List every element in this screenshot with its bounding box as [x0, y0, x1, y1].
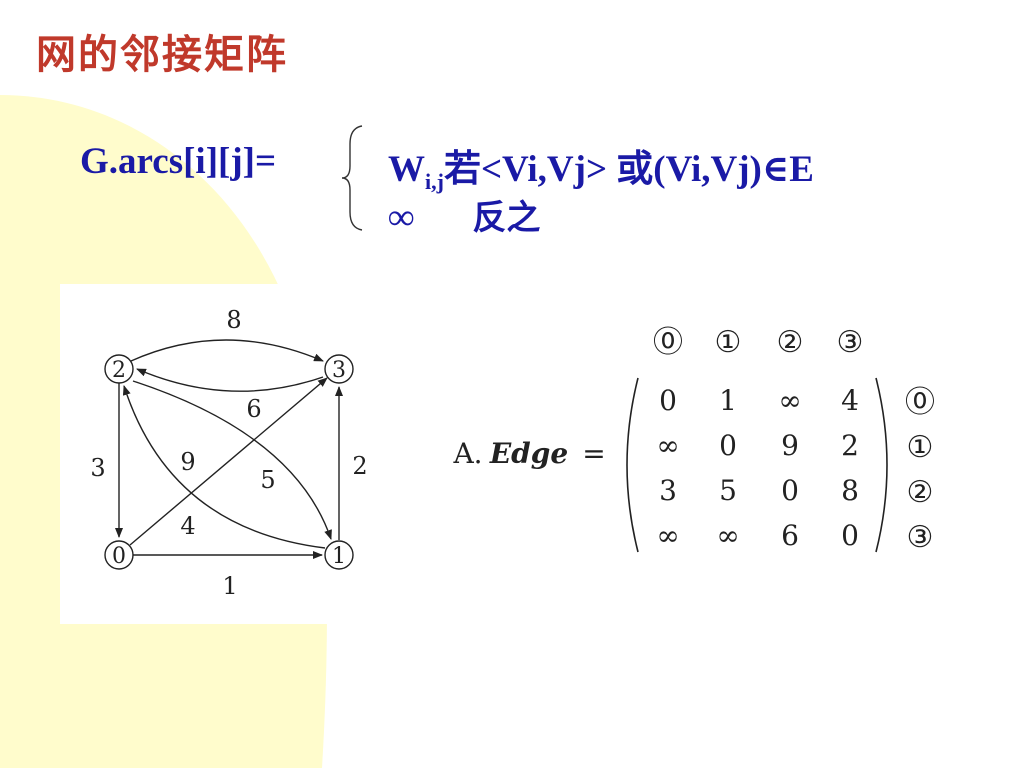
matrix-cell: ∞	[656, 429, 679, 462]
case1-subscript: i,j	[425, 169, 444, 194]
matrix-cell: ∞	[716, 519, 739, 552]
node-1: 1	[324, 540, 354, 570]
node-label-3: 3	[332, 358, 346, 383]
edge-3-2	[136, 368, 324, 392]
slide-title: 网的邻接矩阵	[36, 32, 288, 78]
matrix-cell: 0	[659, 384, 677, 417]
row-header-1: ①	[907, 430, 934, 465]
edge-0-3	[129, 377, 328, 546]
edge-weight-0-3: 4	[180, 512, 195, 540]
matrix-cell: 0	[841, 519, 859, 552]
matrix-cell: 1	[719, 384, 737, 417]
matrix-left-paren	[626, 377, 639, 553]
node-0: 0	[104, 540, 134, 570]
matrix-cell: 6	[781, 519, 799, 552]
matrix-cell: 9	[781, 429, 799, 462]
edge-2-3	[130, 339, 324, 362]
matrix-cell: 5	[719, 474, 737, 507]
edge-1-2	[122, 385, 326, 549]
col-header-0: ⓪	[653, 325, 683, 360]
col-header-3: ③	[837, 325, 864, 360]
adjacency-matrix: A. Edge = ⓪ ① ② ③ 0 1 ∞ 4 ∞ 0 9 2 3 5 0 …	[452, 325, 935, 555]
matrix-equals: =	[582, 437, 605, 470]
matrix-cell: 8	[841, 474, 859, 507]
formula-case-1: Wi,j若<Vi,Vj> 或(Vi,Vj)∈E	[388, 138, 814, 195]
matrix-right-paren	[875, 377, 888, 553]
edge-weight-3-2: 6	[246, 395, 261, 423]
matrix-field: Edge	[489, 437, 568, 470]
brace-path	[341, 125, 363, 231]
matrix-name: A.	[452, 437, 482, 470]
row-header-3: ③	[907, 520, 934, 555]
col-header-1: ①	[715, 325, 742, 360]
case2-value: ∞	[388, 197, 415, 238]
node-label-0: 0	[112, 544, 126, 569]
formula-lhs: G.arcs[i][j]=	[80, 141, 277, 182]
formula-case-2: ∞ 反之	[388, 190, 540, 239]
matrix-cell: 2	[841, 429, 859, 462]
row-header-0: ⓪	[905, 385, 935, 420]
weighted-digraph: 8 6 3 2 1 4 9 5 2 3	[90, 306, 367, 600]
matrix-cell: ∞	[778, 384, 801, 417]
edge-weight-1-2: 9	[180, 448, 195, 476]
row-header-2: ②	[907, 475, 934, 510]
node-label-2: 2	[112, 358, 126, 383]
edge-2-1	[132, 380, 332, 540]
matrix-cell: ∞	[656, 519, 679, 552]
edge-weight-2-1: 5	[260, 466, 275, 494]
node-label-1: 1	[332, 544, 346, 569]
case1-condition: 若<Vi,Vj> 或(Vi,Vj)∈E	[443, 149, 814, 190]
matrix-cell: 0	[719, 429, 737, 462]
edge-weight-1-3: 2	[352, 452, 367, 480]
edge-weight-2-0: 3	[90, 454, 105, 482]
edge-weight-0-1: 1	[222, 572, 237, 600]
case1-weight: W	[388, 149, 425, 190]
matrix-cell: 3	[659, 474, 677, 507]
node-3: 3	[324, 354, 354, 384]
col-header-2: ②	[777, 325, 804, 360]
matrix-cell: 4	[841, 384, 859, 417]
graph-panel: 8 6 3 2 1 4 9 5 2 3	[60, 284, 390, 624]
edge-weight-2-3: 8	[226, 306, 241, 334]
matrix-cell: 0	[781, 474, 799, 507]
node-2: 2	[104, 354, 134, 384]
case2-condition: 反之	[472, 198, 541, 238]
cases-brace	[341, 125, 363, 231]
